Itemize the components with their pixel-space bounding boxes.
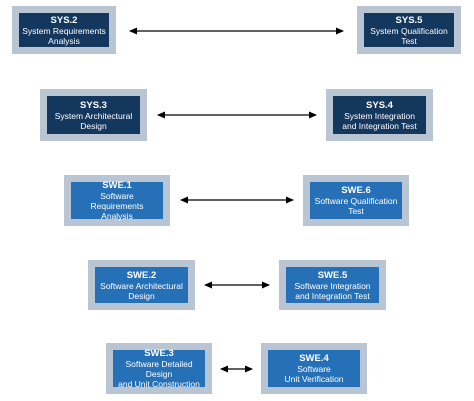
process-title-line-1: Software: [297, 364, 331, 374]
process-box-sys3: SYS.3 System Architectural Design: [40, 89, 147, 141]
process-box-swe4-body: SWE.4 Software Unit Verification: [268, 350, 360, 387]
process-box-swe1-body: SWE.1 Software Requirements Analysis: [71, 180, 163, 221]
process-box-swe2-body: SWE.2 Software Architectural Design: [95, 267, 188, 303]
process-title-line-2: Design: [128, 290, 155, 301]
process-box-sys3-body: SYS.3 System Architectural Design: [47, 96, 140, 134]
process-title-line-1: System Integration: [344, 110, 415, 121]
process-code: SWE.6: [341, 185, 371, 196]
process-box-swe4: SWE.4 Software Unit Verification: [261, 343, 367, 394]
process-title-line-2: and Unit Construction: [118, 379, 200, 389]
process-box-swe6: SWE.6 Software Qualification Test: [303, 175, 409, 226]
process-title-line-1: System Requirements: [22, 25, 106, 36]
process-code: SWE.3: [144, 348, 174, 359]
process-box-sys5: SYS.5 System Qualification Test: [357, 6, 461, 54]
process-code: SYS.2: [50, 14, 78, 26]
process-title-line-1: System Architectural: [54, 110, 133, 121]
process-code: SYS.3: [80, 99, 107, 111]
process-title-line-2: Unit Verification: [284, 374, 344, 384]
process-box-swe6-body: SWE.6 Software Qualification Test: [310, 182, 402, 219]
process-code: SWE.1: [102, 180, 132, 191]
process-code: SWE.2: [126, 269, 157, 281]
process-box-sys4: SYS.4 System Integration and Integration…: [326, 89, 433, 141]
process-title-line-2: and Integration Test: [342, 120, 417, 131]
process-box-sys5-body: SYS.5 System Qualification Test: [364, 13, 454, 47]
process-box-sys4-body: SYS.4 System Integration and Integration…: [333, 96, 426, 134]
process-title-line-2: Test: [348, 206, 364, 216]
process-title-line-1: Software Detailed Design: [125, 359, 193, 379]
process-title-line-2: Design: [80, 120, 107, 131]
process-box-swe1: SWE.1 Software Requirements Analysis: [64, 175, 170, 226]
process-box-swe2: SWE.2 Software Architectural Design: [88, 260, 195, 310]
process-box-sys2-body: SYS.2 System Requirements Analysis: [19, 13, 109, 47]
process-code: SYS.5: [395, 14, 423, 26]
process-box-swe5: SWE.5 Software Integration and Integrati…: [279, 260, 386, 310]
process-title-line-1: System Qualification: [370, 25, 448, 36]
process-box-sys2: SYS.2 System Requirements Analysis: [12, 6, 116, 54]
process-code: SWE.5: [317, 269, 348, 281]
process-title-line-1: Software Integration: [294, 280, 371, 291]
process-title-line-1: Software Qualification: [314, 196, 398, 206]
process-title-line-1: Software Architectural: [100, 280, 183, 291]
process-code: SYS.4: [366, 99, 393, 111]
process-box-swe5-body: SWE.5 Software Integration and Integrati…: [286, 267, 379, 303]
process-code: SWE.4: [299, 353, 329, 364]
process-box-swe3: SWE.3 Software Detailed Design and Unit …: [106, 343, 212, 394]
process-title-line-2: Test: [401, 35, 417, 46]
process-title-line-1: Software Requirements: [90, 191, 144, 211]
process-box-swe3-body: SWE.3 Software Detailed Design and Unit …: [113, 348, 205, 389]
process-title-line-2: Analysis: [101, 211, 133, 221]
process-title-line-2: Analysis: [48, 35, 80, 46]
process-title-line-2: and Integration Test: [295, 290, 370, 301]
